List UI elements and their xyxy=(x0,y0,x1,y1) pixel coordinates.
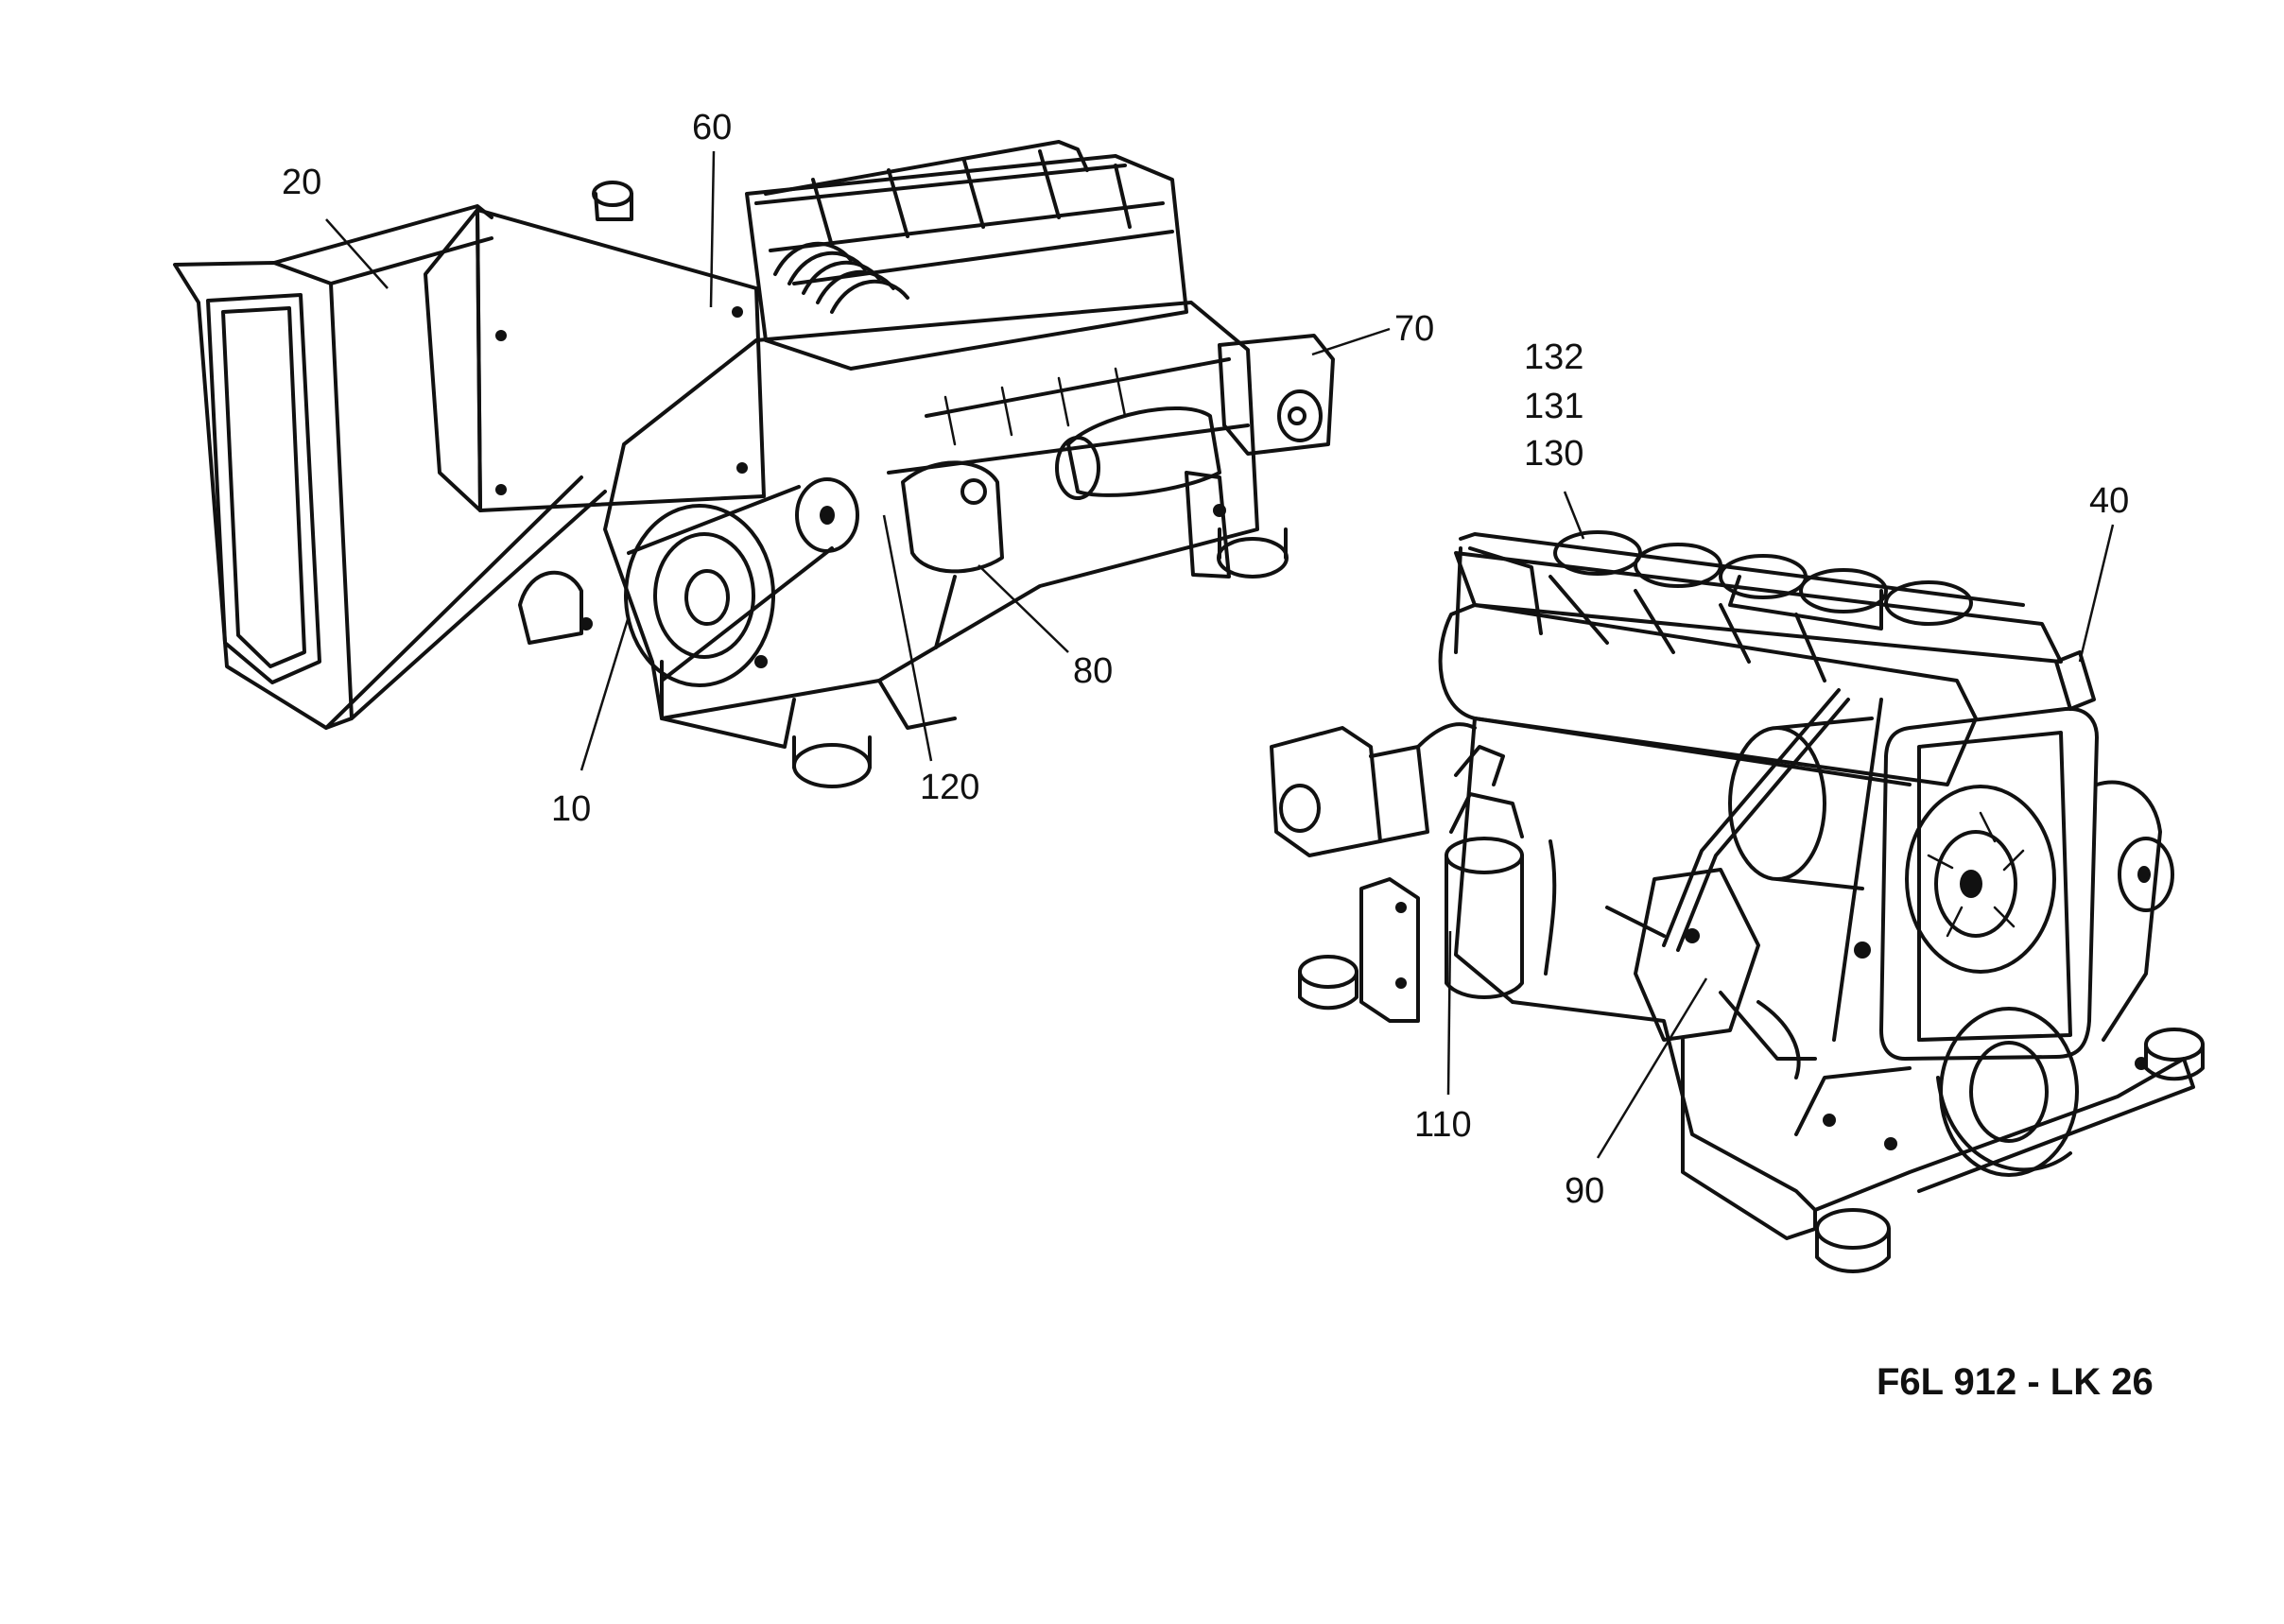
callout-130: 130 xyxy=(1524,434,1583,474)
leader-70 xyxy=(1311,327,1391,356)
lower-pulley xyxy=(1936,1007,2079,1177)
cylinder-row xyxy=(1454,530,2063,664)
oil-filler-cap xyxy=(592,181,633,221)
callout-132: 132 xyxy=(1524,337,1583,377)
callout-110: 110 xyxy=(1414,1105,1472,1145)
support-rod xyxy=(934,575,957,649)
callout-120: 120 xyxy=(920,768,979,807)
callout-80: 80 xyxy=(1073,651,1113,691)
left-bracket xyxy=(1359,877,1420,1023)
callout-labels: 20 60 70 132 131 130 40 80 120 10 110 90 xyxy=(282,108,2129,1211)
starter-motor xyxy=(901,406,1221,574)
rubber-mounts xyxy=(1298,955,2205,1273)
leader-80 xyxy=(978,564,1069,653)
fuel-filter xyxy=(1445,745,1524,999)
engine-mounts xyxy=(518,471,1289,788)
cover-plate xyxy=(424,208,766,512)
leader-20 xyxy=(325,218,389,289)
hydraulic-pump xyxy=(1218,334,1335,456)
leader-60 xyxy=(709,150,716,308)
pulley-assembly xyxy=(624,477,859,687)
fan-cover xyxy=(1879,706,2099,1061)
leader-40 xyxy=(2078,524,2115,663)
callout-70: 70 xyxy=(1394,309,1434,349)
callout-10: 10 xyxy=(551,789,591,829)
left-engine-illustration xyxy=(173,140,1335,788)
leader-130 xyxy=(1563,491,1585,540)
leader-10 xyxy=(580,615,631,771)
side-pulley xyxy=(2054,650,2174,1042)
exhaust-bellows xyxy=(773,241,909,314)
base-frame xyxy=(1511,1000,2195,1240)
leader-120 xyxy=(882,514,933,762)
control-lever-assembly xyxy=(1605,868,1817,1080)
leader-lines xyxy=(325,150,2115,1159)
model-code-label: F6L 912 - LK 26 xyxy=(1877,1361,2154,1403)
alternator xyxy=(1728,717,1874,959)
callout-131: 131 xyxy=(1524,387,1583,426)
callout-60: 60 xyxy=(692,108,732,147)
pump-left xyxy=(1270,722,1477,857)
leader-110 xyxy=(1446,930,1452,1096)
air-duct-frame xyxy=(173,204,607,730)
pipes xyxy=(1454,546,1883,1042)
callout-90: 90 xyxy=(1565,1171,1604,1211)
right-engine-illustration xyxy=(1270,530,2205,1273)
callout-20: 20 xyxy=(282,163,321,202)
leader-90 xyxy=(1596,977,1708,1159)
callout-40: 40 xyxy=(2089,481,2129,521)
